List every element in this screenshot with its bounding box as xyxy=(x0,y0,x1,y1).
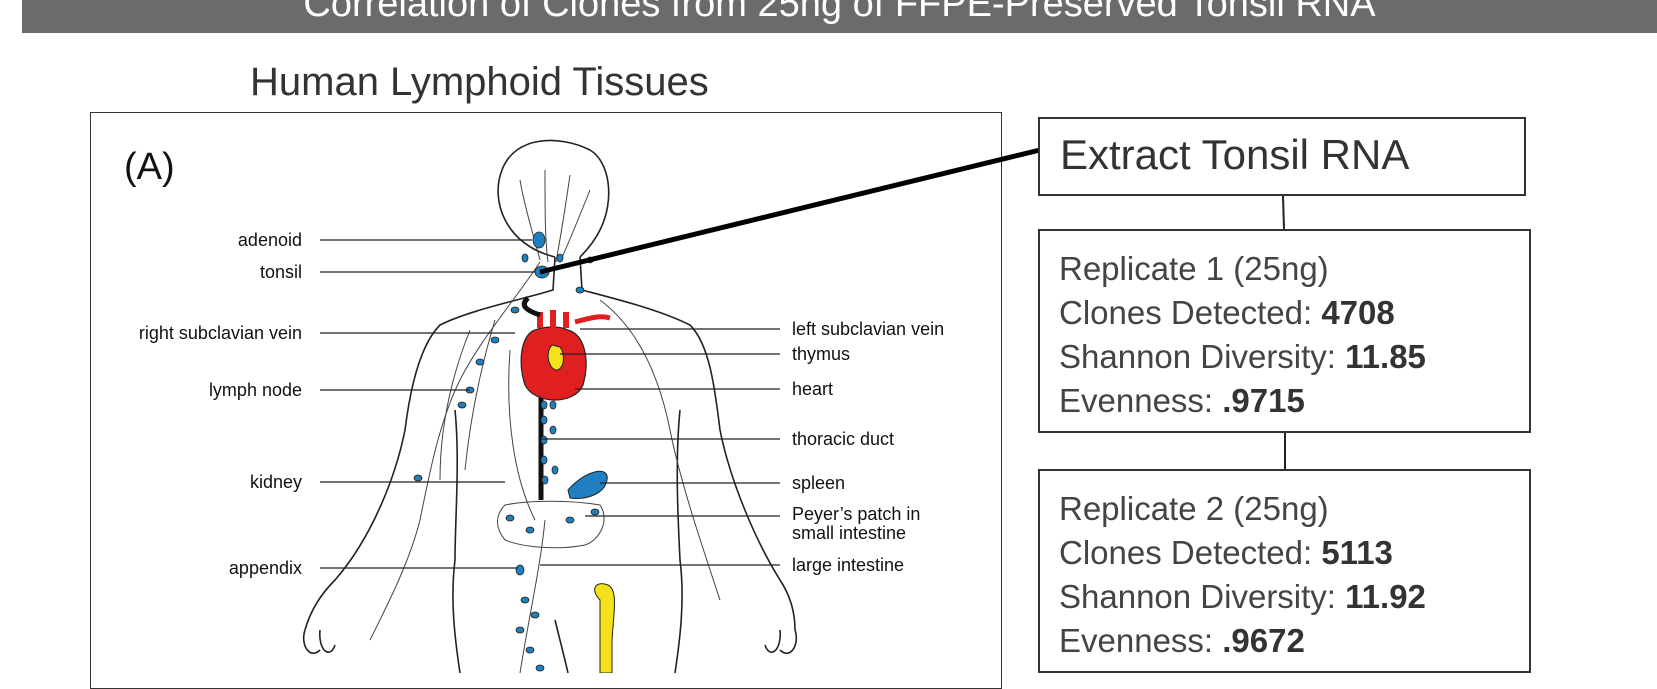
clones-label: Clones Detected: xyxy=(1059,534,1321,571)
torso-right xyxy=(675,410,682,673)
replicate-2-clones: Clones Detected: 5113 xyxy=(1059,531,1529,575)
shannon-label: Shannon Diversity: xyxy=(1059,338,1345,375)
bone-shape xyxy=(595,584,615,673)
replicate-1-shannon: Shannon Diversity: 11.85 xyxy=(1059,335,1529,379)
label-appendix: appendix xyxy=(229,559,302,577)
thymus-shape xyxy=(548,345,563,370)
shannon-value: 11.85 xyxy=(1345,338,1426,375)
shannon-value: 11.92 xyxy=(1345,578,1426,615)
evenness-label: Evenness: xyxy=(1059,622,1222,659)
label-adenoid: adenoid xyxy=(238,231,302,249)
replicate-1-evenness: Evenness: .9715 xyxy=(1059,379,1529,423)
body-outline-right xyxy=(580,257,795,630)
label-peyers-patch-line2: small intestine xyxy=(792,524,906,542)
label-large-intestine: large intestine xyxy=(792,556,904,574)
label-left-subclavian-vein: left subclavian vein xyxy=(792,320,944,338)
label-heart: heart xyxy=(792,380,833,398)
label-thymus: thymus xyxy=(792,345,850,363)
spleen-shape xyxy=(568,471,607,498)
replicate-1-clones: Clones Detected: 4708 xyxy=(1059,291,1529,335)
label-kidney: kidney xyxy=(250,473,302,491)
label-peyers-patch-line1: Peyer’s patch in xyxy=(792,505,920,523)
label-tonsil: tonsil xyxy=(260,263,302,281)
replicate-2-title: Replicate 2 (25ng) xyxy=(1059,487,1529,531)
evenness-value: .9715 xyxy=(1222,382,1305,419)
extract-label: Extract Tonsil RNA xyxy=(1060,133,1524,177)
right-subclavian-shape xyxy=(524,298,540,315)
lymph-nodes xyxy=(414,232,599,671)
label-right-subclavian-vein: right subclavian vein xyxy=(139,324,302,342)
evenness-label: Evenness: xyxy=(1059,382,1222,419)
tonsil-connector-line xyxy=(540,150,1040,272)
clones-value: 5113 xyxy=(1321,534,1393,571)
extract-box: Extract Tonsil RNA xyxy=(1038,117,1526,196)
leg-inner xyxy=(555,620,568,673)
right-hand xyxy=(765,630,796,653)
clones-label: Clones Detected: xyxy=(1059,294,1321,331)
replicate-1-title: Replicate 1 (25ng) xyxy=(1059,247,1529,291)
label-lymph-node: lymph node xyxy=(209,381,302,399)
left-hand xyxy=(304,630,335,653)
flow-connector-1 xyxy=(1283,196,1284,229)
replicate-2-shannon: Shannon Diversity: 11.92 xyxy=(1059,575,1529,619)
evenness-value: .9672 xyxy=(1222,622,1305,659)
label-thoracic-duct: thoracic duct xyxy=(792,430,894,448)
torso-left xyxy=(453,410,460,673)
replicate-2-box: Replicate 2 (25ng) Clones Detected: 5113… xyxy=(1038,469,1531,673)
shannon-label: Shannon Diversity: xyxy=(1059,578,1345,615)
label-spleen: spleen xyxy=(792,474,845,492)
left-subclavian-shape xyxy=(575,317,610,322)
replicate-2-evenness: Evenness: .9672 xyxy=(1059,619,1529,663)
replicate-1-box: Replicate 1 (25ng) Clones Detected: 4708… xyxy=(1038,229,1531,433)
clones-value: 4708 xyxy=(1321,294,1394,331)
